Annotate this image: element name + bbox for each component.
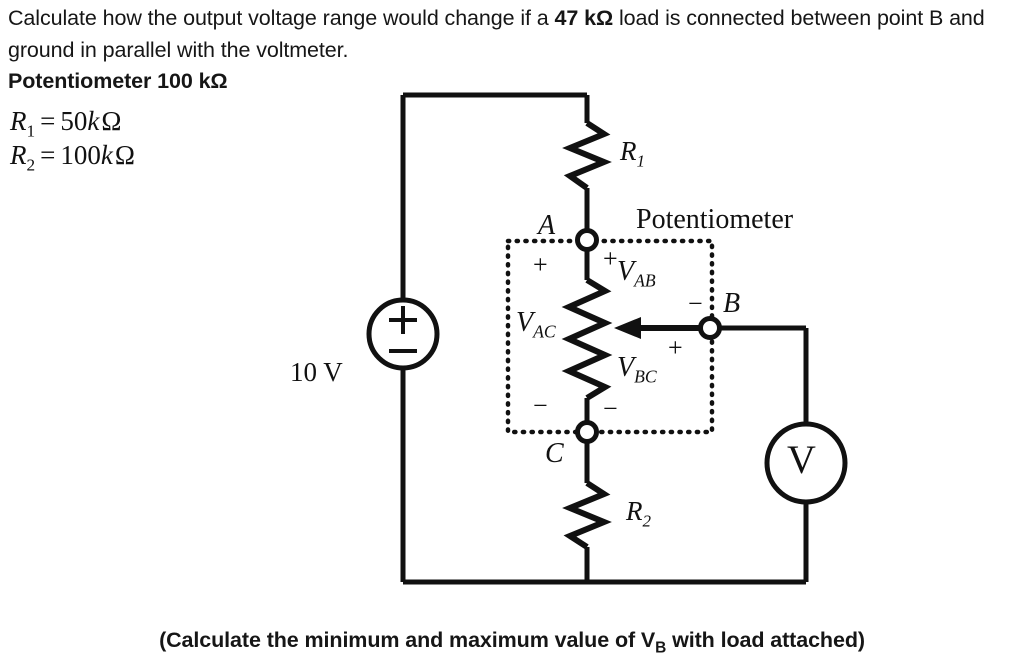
problem-statement: Calculate how the output voltage range w… — [8, 2, 1018, 66]
r2-label-text: R — [626, 496, 643, 526]
node-c-label: C — [545, 438, 564, 469]
resistor-potentiometer — [561, 277, 613, 401]
eq-r2-var: R — [10, 140, 27, 170]
node-a-terminal — [575, 228, 599, 252]
eq-r2-kilo: k — [100, 140, 113, 170]
sign-vac-minus: − — [533, 391, 548, 420]
eq-r1-equals: = — [40, 106, 56, 136]
voltage-bc-label: VBC — [617, 352, 657, 388]
node-a-label: A — [538, 210, 556, 241]
voltage-ac-label: VAC — [516, 307, 556, 343]
v-bc-text: V — [617, 352, 635, 383]
resistor-r2-label: R2 — [626, 496, 651, 531]
equation-r1: R1=50kΩ — [10, 106, 121, 141]
eq-r1-kilo: k — [87, 106, 100, 136]
eq-r2-equals: = — [40, 140, 56, 170]
sign-vab-plus: + — [603, 244, 618, 273]
source-plus-icon — [389, 306, 417, 334]
potentiometer-heading: Potentiometer 100 kΩ — [8, 69, 228, 93]
eq-r2-value: 100 — [60, 140, 101, 170]
source-voltage-label: 10 V — [290, 357, 343, 387]
equation-r2: R2=100kΩ — [10, 140, 135, 175]
v-bc-sub: BC — [634, 366, 657, 387]
potentiometer-label: Potentiometer — [636, 204, 794, 235]
r1-label-sub: 1 — [636, 151, 646, 171]
caption-subscript: B — [655, 639, 667, 657]
node-c-terminal — [575, 420, 599, 444]
eq-r2-ohm: Ω — [114, 140, 135, 170]
eq-r1-var: R — [10, 106, 27, 136]
node-b-terminal — [698, 316, 722, 340]
sign-vab-minus: − — [688, 289, 703, 318]
voltage-ab-label: VAB — [617, 256, 656, 292]
eq-r1-ohm: Ω — [101, 106, 122, 136]
node-b-label: B — [723, 288, 741, 319]
sign-vac-plus: + — [533, 250, 548, 279]
eq-r2-sub: 2 — [26, 155, 36, 175]
r1-label-text: R — [620, 136, 637, 166]
wiper-arrow-head — [614, 317, 641, 339]
statement-text-1: Calculate how the output voltage range w… — [8, 6, 555, 30]
eq-r1-sub: 1 — [26, 121, 36, 141]
r2-label-sub: 2 — [642, 511, 652, 531]
resistor-r1 — [562, 120, 612, 191]
bottom-caption: (Calculate the minimum and maximum value… — [0, 628, 1024, 657]
voltmeter-label: V — [787, 437, 816, 482]
sign-vbc-minus: − — [603, 394, 618, 423]
eq-r1-value: 50 — [60, 106, 88, 136]
potentiometer-dotted-box — [505, 238, 715, 435]
statement-text-2: load is connected between point B and gr… — [8, 6, 985, 62]
resistor-r1-label: R1 — [620, 136, 645, 171]
caption-text-after: with load attached) — [666, 628, 865, 652]
sign-vbc-plus: + — [668, 333, 683, 362]
v-ab-sub: AB — [634, 270, 656, 291]
resistor-r2 — [562, 480, 612, 550]
statement-bold-value: 47 kΩ — [554, 6, 614, 30]
v-ab-text: V — [617, 256, 635, 287]
caption-text-before: (Calculate the minimum and maximum value… — [159, 628, 656, 652]
v-ac-text: V — [516, 307, 534, 338]
v-ac-sub: AC — [533, 321, 556, 342]
